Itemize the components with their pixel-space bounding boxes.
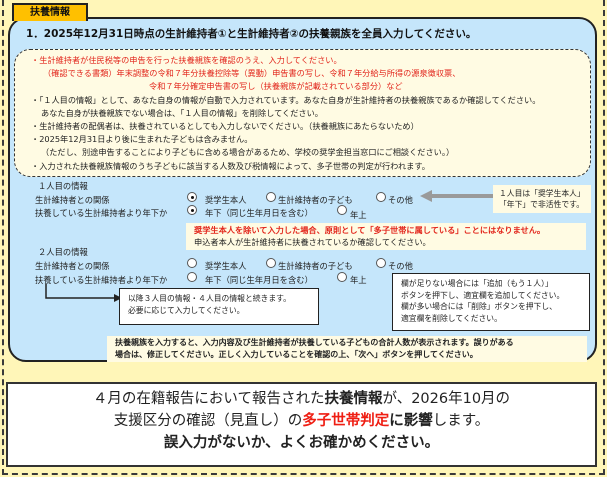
person-1-relation-self-radio[interactable] bbox=[187, 192, 197, 202]
person-2-age-older-label: 年上 bbox=[350, 275, 367, 285]
tab-fuyou-info[interactable]: 扶養情報 bbox=[12, 3, 88, 21]
person-2-relation-label: 生計維持者との関係 bbox=[35, 261, 110, 271]
summary-line: 扶養親族を入力すると、入力内容及び生計維持者が扶養している子どもの合計人数が表示… bbox=[115, 338, 514, 347]
impact-text: が、2026年10月の bbox=[382, 391, 511, 407]
person-2-relation-other-label: その他 bbox=[388, 261, 413, 271]
impact-line-1: ４月の在籍報告において報告された扶養情報が、2026年10月の bbox=[8, 388, 595, 410]
summary-line: 場合は、修正してください。正しく入力していることを確認の上、「次へ」ボタンを押し… bbox=[115, 350, 478, 359]
person-1-age-older-radio[interactable] bbox=[337, 205, 347, 215]
box-line: 欄が足りない場合には「追加（もう１人）」 bbox=[401, 279, 553, 288]
impact-bold: 扶養情報 bbox=[324, 391, 383, 407]
impact-red: 多子世帯判定 bbox=[302, 413, 390, 429]
box-line: 以降３人目の情報・４人目の情報と続きます。 bbox=[128, 294, 291, 303]
person-1-relation-child-label: 生計維持者の子ども bbox=[278, 195, 353, 205]
person-1-relation-child-radio[interactable] bbox=[266, 192, 276, 202]
warning-message: 奨学生本人を除いて入力した場合、原則として「多子世帯に属している」ことにはなりま… bbox=[186, 223, 586, 250]
person-2-heading: ２人目の情報 bbox=[38, 247, 88, 257]
impact-line-3: 誤入力がないか、よくお確かめください。 bbox=[8, 432, 595, 454]
note-line: （確認できる書類）年末調整の令和７年分扶養控除等（異動）申告書の写し、令和７年分… bbox=[43, 68, 461, 79]
person-2-relation-other-radio[interactable] bbox=[376, 258, 386, 268]
note-line: ・生計維持者が住民税等の申告を行った扶養親族を確認のうえ、入力してください。 bbox=[31, 55, 342, 65]
impact-text: します。 bbox=[432, 413, 490, 429]
panel-title: 1．2025年12月31日時点の生計維持者①と生計維持者②の扶養親族を全員入力し… bbox=[26, 28, 477, 40]
person-2-relation-child-label: 生計維持者の子ども bbox=[278, 261, 353, 271]
person-1-age-older-label: 年上 bbox=[350, 210, 367, 220]
note-line: ・2025年12月31日より後に生まれた子どもは含みません。 bbox=[31, 134, 253, 145]
warning-red-text: 奨学生本人を除いて入力した場合、原則として「多子世帯に属している」ことにはなりま… bbox=[194, 225, 546, 235]
box-line: 適宜欄を削除してください。 bbox=[401, 313, 502, 323]
impact-text: ４月の在籍報告において報告された bbox=[92, 391, 325, 407]
person-2-age-younger-label: 年下（同じ生年月日を含む） bbox=[205, 275, 313, 285]
arrow-right-icon bbox=[45, 284, 122, 302]
person-1-relation-self-label: 奨学生本人 bbox=[205, 195, 247, 205]
dependents-panel: 1．2025年12月31日時点の生計維持者①と生計維持者②の扶養親族を全員入力し… bbox=[8, 17, 597, 362]
impact-notice: ４月の在籍報告において報告された扶養情報が、2026年10月の 支援区分の確認（… bbox=[6, 382, 597, 467]
note-line: ・入力された扶養親族情報のうち子どもに該当する人数及び税情報によって、多子世帯の… bbox=[31, 160, 430, 171]
warning-text: 申込者本人が生計維持者に扶養されているか確認してください。 bbox=[194, 236, 431, 247]
box-line: 欄が多い場合には「削除」ボタンを押下し、 bbox=[401, 302, 557, 311]
note-line: （ただし、別途申告することにより子どもに含める場合があるため、学校の奨学金担当窓… bbox=[41, 147, 455, 158]
person-2-age-older-radio[interactable] bbox=[337, 272, 347, 282]
person-1-age-younger-label: 年下（同じ生年月日を含む） bbox=[205, 208, 313, 218]
person-2-relation-self-radio[interactable] bbox=[187, 258, 197, 268]
impact-line-2: 支援区分の確認（見直し）の多子世帯判定に影響します。 bbox=[8, 410, 595, 432]
impact-text: 支援区分の確認（見直し）の bbox=[113, 413, 303, 429]
note-line: ・「１人目の情報」として、あなた自身の情報が自動で入力されています。あなた自身が… bbox=[31, 94, 541, 105]
person-2-age-label: 扶養している生計維持者より年下か bbox=[35, 275, 168, 285]
box-line: 必要に応じて入力してください。 bbox=[128, 305, 245, 315]
impact-bold: 誤入力がないか、よくお確かめください。 bbox=[163, 435, 440, 451]
note-line: 令和７年分確定申告書の写し（扶養親族が記載されている部分）など bbox=[149, 81, 403, 92]
person-2-age-younger-radio[interactable] bbox=[187, 272, 197, 282]
person-1-relation-label: 生計維持者との関係 bbox=[35, 195, 110, 205]
summary-note: 扶養親族を入力すると、入力内容及び生計維持者が扶養している子どもの合計人数が表示… bbox=[107, 336, 587, 362]
callout-line: １人目は「奨学生本人」 bbox=[499, 189, 585, 198]
callout-person1-disabled: １人目は「奨学生本人」 「年下」で非活性です。 bbox=[493, 185, 591, 213]
person-2-relation-self-label: 奨学生本人 bbox=[205, 261, 247, 271]
tab-label: 扶養情報 bbox=[30, 7, 70, 18]
person-1-heading: １人目の情報 bbox=[38, 181, 88, 191]
continue-info-box: 以降３人目の情報・４人目の情報と続きます。 必要に応じて入力してください。 bbox=[119, 288, 319, 325]
add-remove-info-box: 欄が足りない場合には「追加（もう１人）」 ボタンを押下し、適宜欄を追加してくださ… bbox=[392, 273, 590, 331]
person-2-relation-child-radio[interactable] bbox=[266, 258, 276, 268]
impact-bold: に bbox=[389, 413, 404, 429]
callout-line: 「年下」で非活性です。 bbox=[499, 200, 584, 209]
note-line: あなた自身が扶養親族でない場合は、「１人目の情報」を削除してください。 bbox=[41, 107, 323, 118]
impact-bold: 影響 bbox=[403, 413, 433, 429]
note-line: ・生計維持者の配偶者は、扶養されているとしても入力しないでください。（扶養親族に… bbox=[31, 121, 419, 132]
instructions-notes: ・生計維持者が住民税等の申告を行った扶養親族を確認のうえ、入力してください。 （… bbox=[14, 49, 591, 177]
box-line: ボタンを押下し、適宜欄を追加してください。 bbox=[401, 290, 565, 300]
person-1-age-label: 扶養している生計維持者より年下か bbox=[35, 208, 168, 218]
person-1-relation-other-label: その他 bbox=[388, 195, 413, 205]
arrow-left-icon bbox=[420, 190, 498, 202]
person-1-age-younger-radio[interactable] bbox=[187, 205, 197, 215]
person-1-relation-other-radio[interactable] bbox=[376, 192, 386, 202]
